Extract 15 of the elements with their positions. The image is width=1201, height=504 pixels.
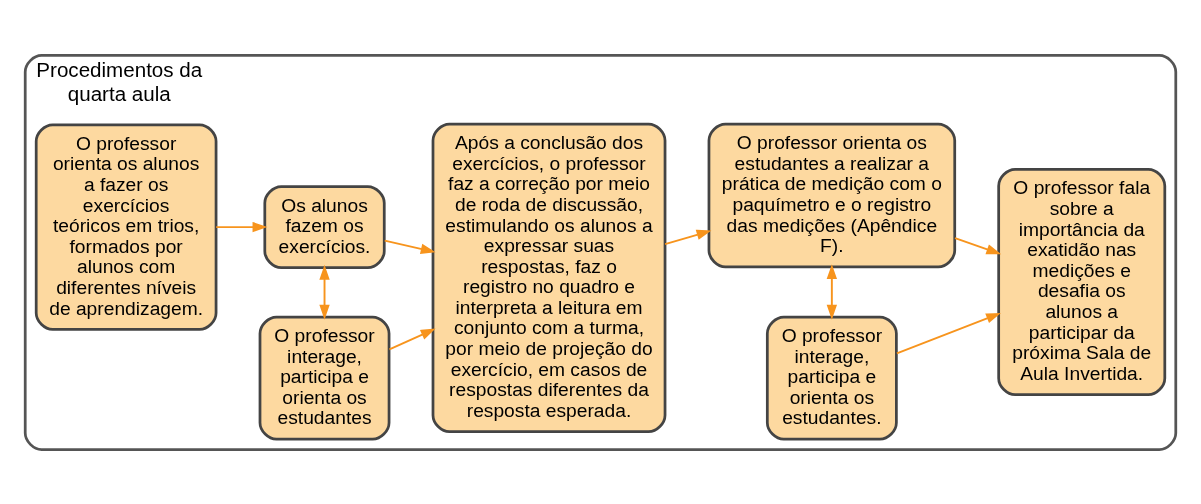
node-box: O professor interage, participa e orienta os estudantes — [258, 315, 391, 441]
node-box: O professor orienta os estudantes a realizar a prática de medição com o paquímetro e o registro das medições (Apêndice F). — [707, 122, 957, 268]
arrow — [383, 239, 436, 254]
node-box: Após a conclusão dos exercícios, o professor faz a correção por meio de roda de discussão, estimulando os alunos a expressar suas respostas, faz o registro no quadro e interpreta a leitura em conjunto com a turma, por meio de projeção do exercício, em casos de respostas diferentes da resposta esperada. — [431, 122, 667, 433]
arrow — [388, 328, 436, 350]
arrow — [319, 264, 330, 320]
node-box: Os alunos fazem os exercícios. — [263, 184, 386, 269]
arrow — [215, 221, 268, 232]
node-box: O professor fala sobre a importância da exatidão nas medições e desafia os alunos a participar da próxima Sala de Aula Invertida. — [997, 167, 1167, 396]
arrow — [895, 312, 1001, 354]
node-box: O professor interage, participa e orienta os estudantes. — [765, 315, 898, 441]
arrow — [664, 229, 712, 245]
arrow — [954, 236, 1002, 254]
node-box: O professor orienta os alunos a fazer os exercícios teóricos em trios, formados por alunos com diferentes níveis de aprendizagem. — [34, 122, 218, 331]
arrow — [826, 263, 838, 320]
